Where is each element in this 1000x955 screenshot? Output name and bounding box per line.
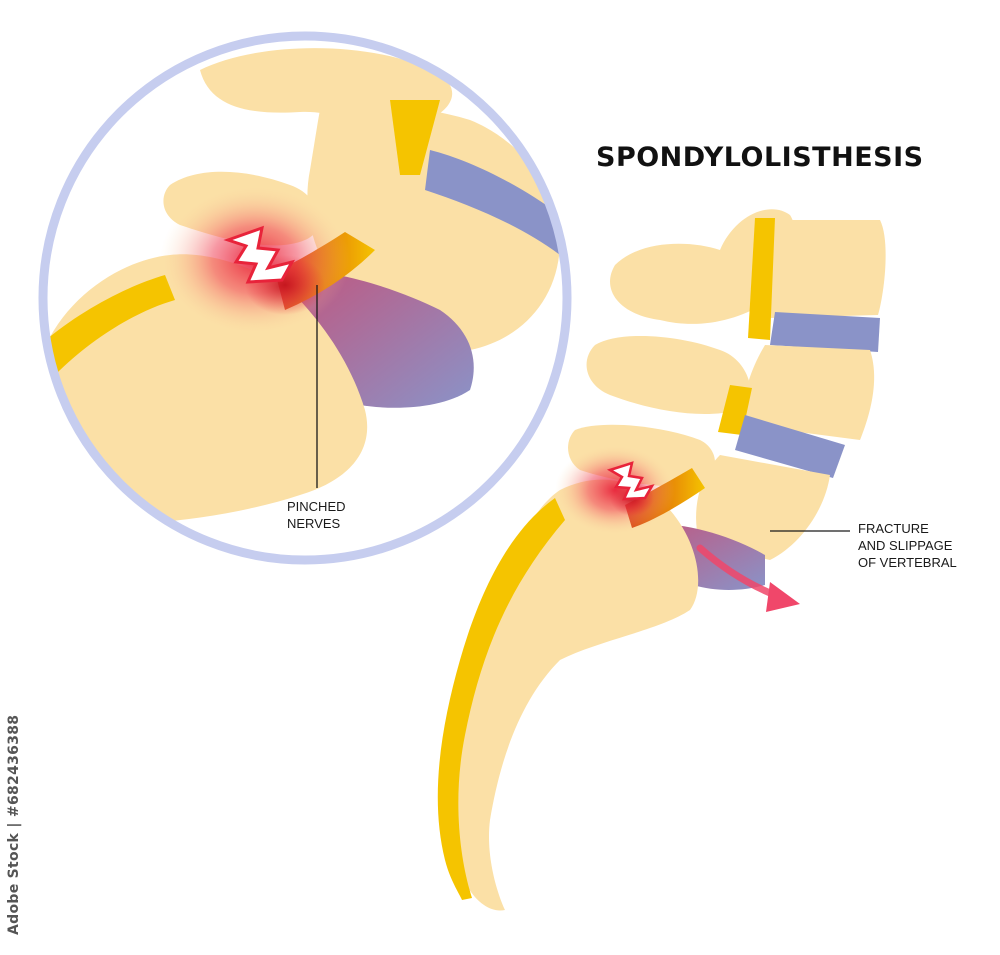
spinal-cord-top bbox=[748, 218, 775, 340]
vertebra-top-processes bbox=[610, 209, 795, 324]
stock-watermark: Adobe Stock | #682436388 bbox=[6, 714, 22, 935]
sacrum bbox=[449, 479, 699, 911]
vertebra-middle-body bbox=[743, 345, 875, 440]
sacral-nerve bbox=[437, 498, 565, 900]
zoom-spinal-nerve bbox=[43, 275, 175, 375]
disc-middle bbox=[735, 415, 845, 478]
pinched-nerves-label-line-2: NERVES bbox=[287, 516, 341, 531]
vertebra-top-body bbox=[770, 220, 886, 318]
zoom-upper-nerve bbox=[390, 100, 440, 175]
vertebra-middle-processes bbox=[586, 335, 751, 415]
zoom-view bbox=[43, 48, 560, 525]
diagram-title: SPONDYLOLISTHESIS bbox=[596, 142, 924, 173]
slippage-arrow bbox=[696, 544, 779, 599]
vertebra-lower-body bbox=[696, 455, 830, 560]
zoom-slipped-disc bbox=[290, 270, 474, 408]
fracture-label-line-1: FRACTURE bbox=[858, 521, 929, 536]
zoom-upper-disc bbox=[425, 150, 560, 255]
fracture-label-line-2: AND SLIPPAGE bbox=[858, 538, 953, 553]
pinched-nerves-label: PINCHED NERVES bbox=[287, 498, 346, 532]
fracture-label: FRACTURE AND SLIPPAGE OF VERTEBRAL bbox=[858, 520, 957, 571]
slippage-arrowhead bbox=[766, 582, 800, 612]
disc-top bbox=[770, 312, 880, 352]
pinched-nerves-label-line-1: PINCHED bbox=[287, 499, 346, 514]
zoom-ring bbox=[38, 31, 572, 565]
fracture-crack bbox=[606, 461, 655, 501]
fracture-label-line-3: OF VERTEBRAL bbox=[858, 555, 957, 570]
zoom-fracture-crack bbox=[223, 225, 295, 284]
spine-view bbox=[437, 209, 886, 911]
